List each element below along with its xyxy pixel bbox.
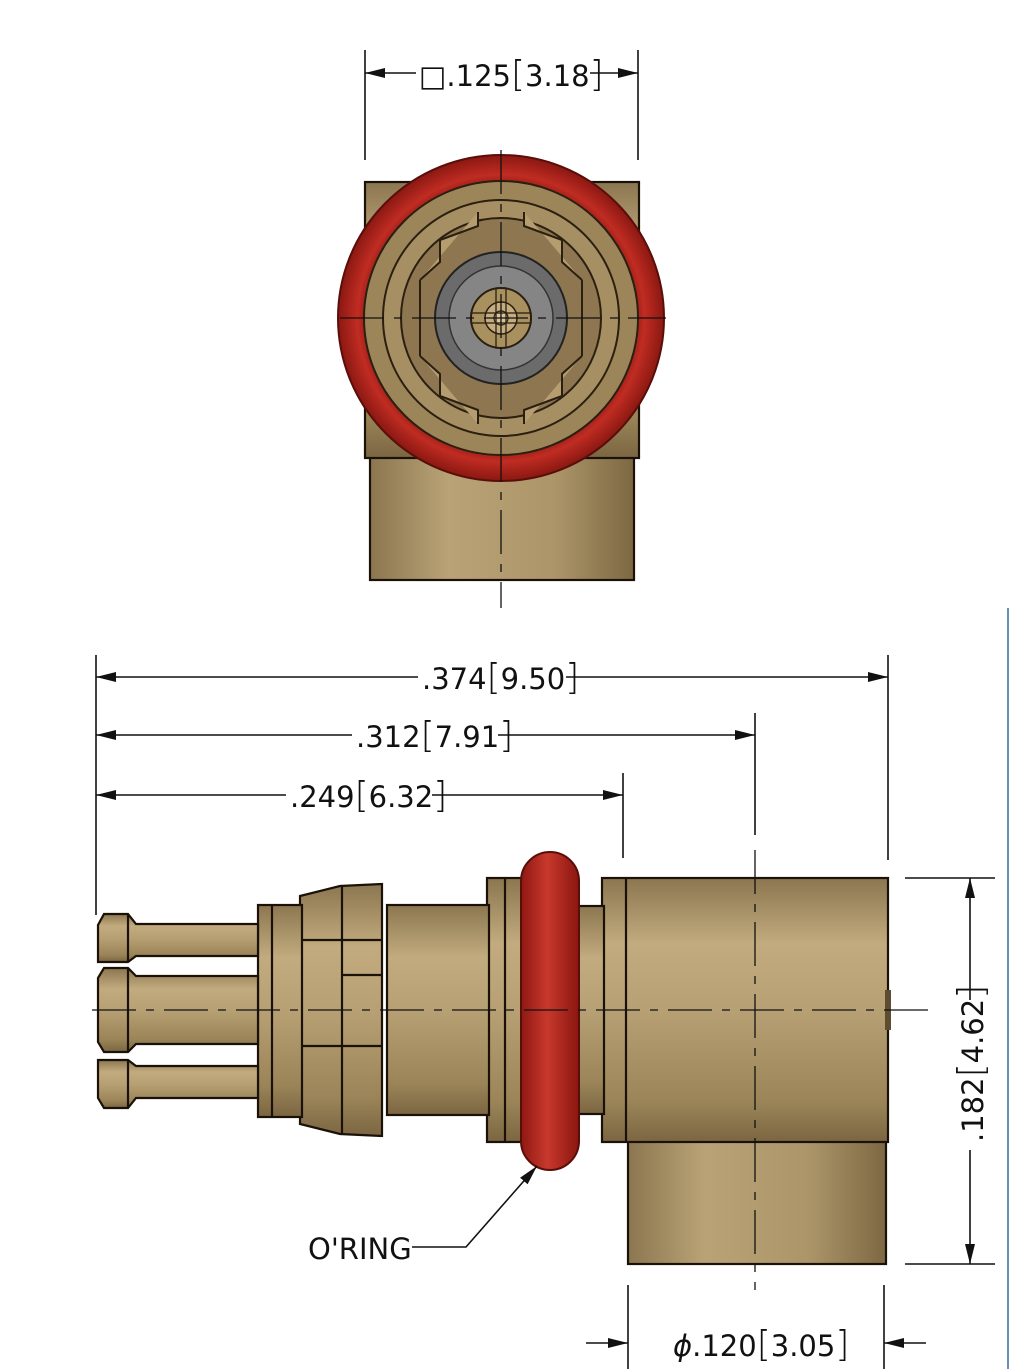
oring-leader [412,1165,538,1248]
diameter-dim: ϕ.120[3.05] [673,1324,849,1365]
finger-slots [419,212,583,424]
contact-fingers [96,912,260,1110]
neck [256,903,304,1119]
oring [520,851,580,1171]
oring-label: O'RING [308,1232,412,1266]
oring-face-dim: .249[6.32] [290,775,447,816]
square-dim: □.125[3.18] [419,54,604,95]
height-dim: .182[4.62] [951,985,992,1142]
overall-length-dim: .374[9.50] [422,657,579,698]
end-view: □.125[3.18] [337,50,666,608]
body-center-dim: .312[7.91] [356,715,513,756]
outlet-cylinder [626,1138,888,1266]
side-view: .374[9.50] .312[7.91] .249[6.32] [92,608,1009,1369]
